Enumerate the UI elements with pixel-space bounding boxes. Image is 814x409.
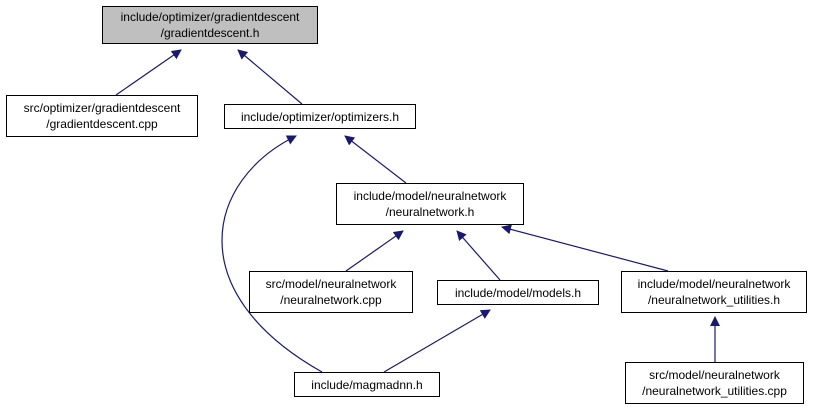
- node-label-line: /neuralnetwork_utilities.h: [647, 293, 781, 307]
- node-label-line: include/optimizer/optimizers.h: [240, 109, 400, 124]
- node-label-line: include/magmadnn.h: [311, 377, 423, 392]
- edge-models_h-to-nn_h: [456, 230, 501, 281]
- node-gd-cpp[interactable]: src/optimizer/gradientdescent/gradientde…: [6, 95, 198, 137]
- node-label-line: include/optimizer/gradientdescent: [120, 10, 300, 24]
- edge-nnu_h-to-nn_h: [501, 224, 669, 272]
- node-nn-h[interactable]: include/model/neuralnetwork/neuralnetwor…: [336, 183, 524, 225]
- edge-gd_cpp-to-gd_h: [115, 49, 182, 96]
- edge-nn_h-to-optimizers_h: [344, 135, 407, 184]
- node-label-line: /gradientdescent.cpp: [46, 117, 158, 131]
- node-label-line: /gradientdescent.h: [160, 26, 260, 40]
- node-label-line: src/model/neuralnetwork: [265, 277, 397, 291]
- node-nnu-cpp[interactable]: src/model/neuralnetwork/neuralnetwork_ut…: [625, 362, 804, 404]
- node-label-line: src/model/neuralnetwork: [649, 368, 780, 382]
- node-label-line: include/model/neuralnetwork: [353, 189, 507, 203]
- node-label-line: /neuralnetwork.h: [385, 205, 475, 219]
- node-label-line: include/model/neuralnetwork: [637, 277, 791, 291]
- node-nnu-h[interactable]: include/model/neuralnetwork/neuralnetwor…: [621, 271, 807, 313]
- edge-nn_cpp-to-nn_h: [345, 230, 404, 272]
- node-label-line: include/model/models.h: [454, 285, 582, 300]
- node-models-h[interactable]: include/model/models.h: [437, 280, 599, 305]
- node-label-line: /neuralnetwork_utilities.cpp: [642, 384, 787, 398]
- node-nn-cpp[interactable]: src/model/neuralnetwork/neuralnetwork.cp…: [249, 271, 413, 313]
- edge-optimizers_h-to-gd_h: [237, 49, 303, 105]
- edge-magmadnn_h-to-optimizers_h: [221, 135, 323, 373]
- node-magmadnn-h[interactable]: include/magmadnn.h: [294, 372, 440, 397]
- node-label-line: src/optimizer/gradientdescent: [23, 101, 181, 115]
- node-label-line: /neuralnetwork.cpp: [280, 293, 382, 307]
- node-optimizers-h[interactable]: include/optimizer/optimizers.h: [224, 104, 416, 129]
- node-gd-h[interactable]: include/optimizer/gradientdescent/gradie…: [102, 6, 318, 44]
- edge-magmadnn_h-to-models_h: [383, 309, 491, 373]
